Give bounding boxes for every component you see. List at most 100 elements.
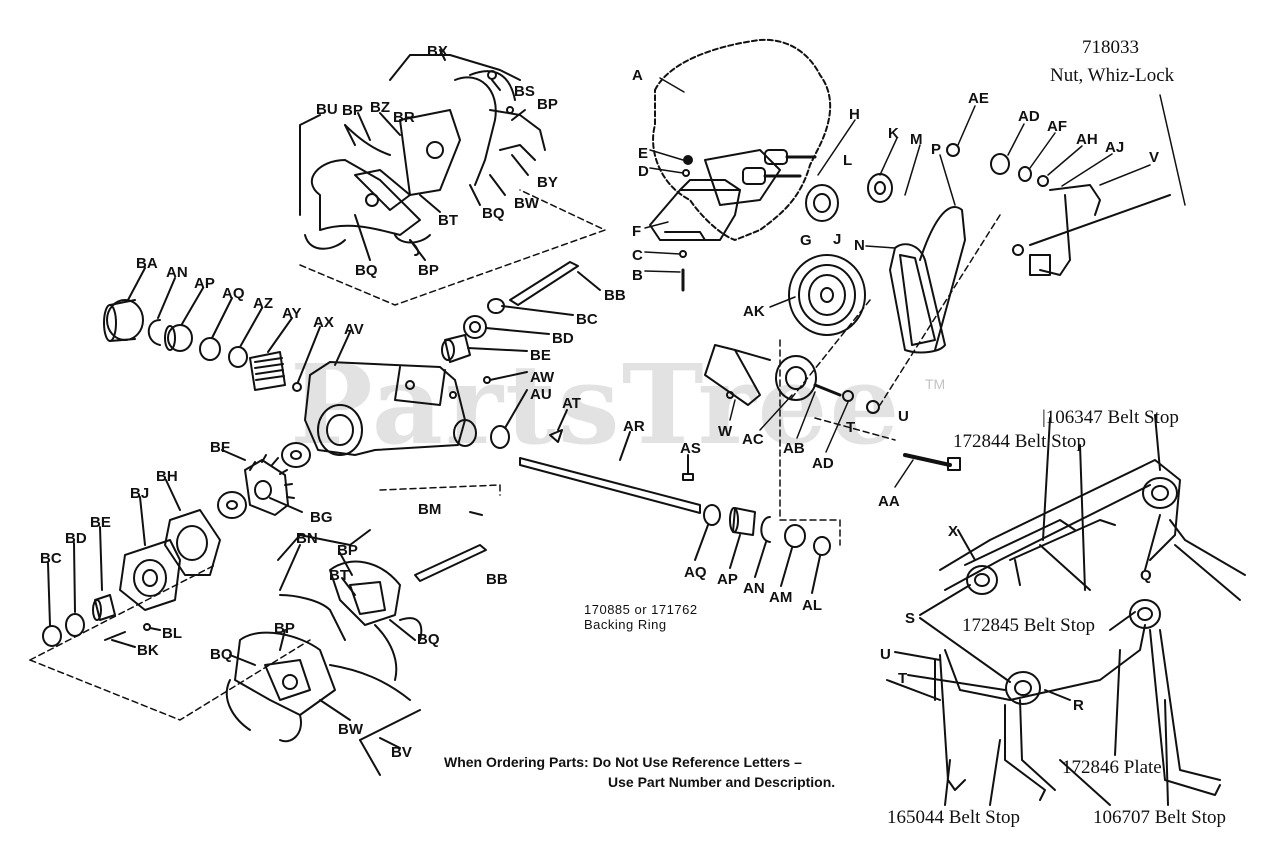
- label-an2: AN: [743, 580, 765, 597]
- leader-lines: [644, 77, 1186, 488]
- label-e: E: [638, 145, 649, 162]
- label-ar: AR: [623, 418, 645, 435]
- label-r: R: [1073, 697, 1084, 714]
- label-be1: BE: [530, 347, 551, 364]
- label-aa: AA: [878, 493, 900, 510]
- label-bm: BM: [418, 501, 442, 518]
- upper-tine-assembly: [299, 49, 546, 261]
- lower-tine-assembly: [225, 511, 487, 776]
- label-br: BR: [393, 109, 415, 126]
- label-az: AZ: [253, 295, 273, 312]
- label-aq2: AQ: [684, 564, 707, 581]
- callout-c106347: |106347 Belt Stop: [1042, 407, 1179, 428]
- label-bx: BX: [427, 43, 448, 60]
- label-bp2: BP: [342, 102, 363, 119]
- label-bq2: BQ: [355, 262, 378, 279]
- label-bp1: BP: [537, 96, 558, 113]
- label-bf: BF: [210, 439, 230, 456]
- label-s: S: [905, 610, 916, 627]
- label-bp3: BP: [418, 262, 439, 279]
- gear-housing: [304, 331, 477, 456]
- label-f: F: [632, 223, 642, 240]
- label-bp5: BP: [274, 620, 295, 637]
- callout-c172845: 172845 Belt Stop: [962, 615, 1096, 636]
- label-w: W: [718, 423, 733, 440]
- label-ad1: AD: [1018, 108, 1040, 125]
- label-ac: AC: [742, 431, 764, 448]
- label-bq4: BQ: [210, 646, 233, 663]
- label-n: N: [854, 237, 865, 254]
- label-bt2: BT: [329, 567, 349, 584]
- label-m: M: [910, 131, 923, 148]
- ordering-note-line2: Use Part Number and Description.: [608, 774, 836, 791]
- label-bw2: BW: [338, 721, 363, 738]
- label-ad2: AD: [812, 455, 834, 472]
- label-bc2: BC: [40, 550, 62, 567]
- label-bj: BJ: [130, 485, 150, 502]
- label-bl: BL: [162, 625, 182, 642]
- label-an1: AN: [166, 264, 188, 281]
- label-bu: BU: [316, 101, 338, 118]
- callout-c106707: 106707 Belt Stop: [1093, 807, 1227, 828]
- label-bp4: BP: [337, 542, 358, 559]
- label-c: C: [632, 247, 643, 264]
- label-ae: AE: [968, 90, 989, 107]
- label-bb1: BB: [604, 287, 626, 304]
- label-ap1: AP: [194, 275, 215, 292]
- engine-block: [652, 38, 832, 241]
- label-b: B: [632, 267, 643, 284]
- label-bk: BK: [137, 642, 159, 659]
- label-bv: BV: [391, 744, 412, 761]
- label-bq1: BQ: [482, 205, 505, 222]
- label-af: AF: [1047, 118, 1067, 135]
- label-ay: AY: [282, 305, 302, 322]
- callout-cwhiz: Nut, Whiz-Lock: [1050, 65, 1175, 86]
- callout-c165044: 165044 Belt Stop: [887, 807, 1021, 828]
- label-x: X: [948, 523, 959, 540]
- label-aj: AJ: [1105, 139, 1125, 156]
- backing-ring-part-numbers: 170885 or 171762: [584, 602, 698, 617]
- label-bn: BN: [296, 530, 318, 547]
- label-g: G: [800, 232, 812, 249]
- callout-c172844: 172844 Belt Stop: [953, 431, 1087, 452]
- ordering-note: When Ordering Parts: Do Not Use Referenc…: [444, 752, 835, 793]
- label-u1: U: [898, 408, 909, 425]
- label-p: P: [931, 141, 942, 158]
- label-bc1: BC: [576, 311, 598, 328]
- callout-c172846: 172846 Plate: [1062, 757, 1162, 778]
- callout-c718033: 718033: [1082, 37, 1139, 58]
- side-cover-parts: [42, 442, 311, 648]
- label-d: D: [638, 163, 649, 180]
- label-ap2: AP: [717, 571, 738, 588]
- label-aw: AW: [530, 369, 555, 386]
- belt-guide-rod: [946, 143, 1171, 276]
- tine-shaft: [519, 431, 831, 594]
- belt-stop-assembly: [886, 414, 1246, 806]
- label-bd1: BD: [552, 330, 574, 347]
- label-ab: AB: [783, 440, 805, 457]
- ordering-note-line1: When Ordering Parts: Do Not Use Referenc…: [444, 754, 802, 770]
- label-bb2: BB: [486, 571, 508, 588]
- watermark: PartsTree: [290, 340, 902, 469]
- left-shaft-parts: [103, 267, 321, 392]
- label-ax: AX: [313, 314, 334, 331]
- label-bt1: BT: [438, 212, 458, 229]
- label-q: Q: [1140, 567, 1152, 584]
- label-av: AV: [344, 321, 364, 338]
- idler-bracket: [704, 344, 771, 406]
- label-at: AT: [562, 395, 581, 412]
- label-v: V: [1149, 149, 1160, 166]
- label-as: AS: [680, 440, 701, 457]
- label-h: H: [849, 106, 860, 123]
- backing-ring-description: Backing Ring: [584, 616, 667, 632]
- label-am: AM: [769, 589, 793, 606]
- label-ah: AH: [1076, 131, 1098, 148]
- label-bg: BG: [310, 509, 333, 526]
- backing-ring-note: 170885 or 171762 Backing Ring: [584, 602, 698, 633]
- label-au: AU: [530, 386, 552, 403]
- label-l: L: [843, 152, 853, 169]
- center-shaft-parts: [441, 261, 601, 449]
- label-bd2: BD: [65, 530, 87, 547]
